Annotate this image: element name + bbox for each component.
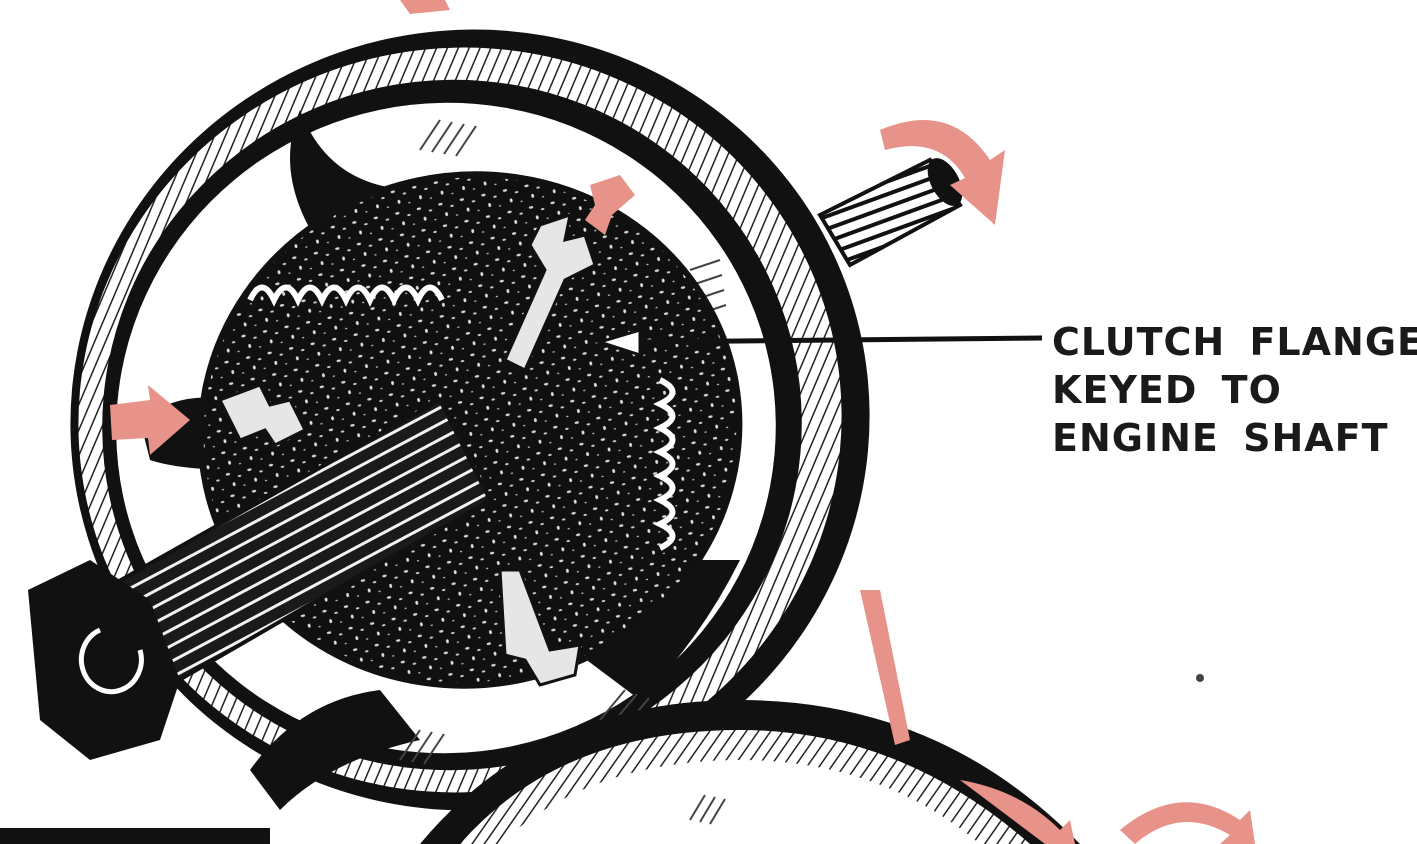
- rear-shaft: [820, 152, 970, 265]
- callout-line-3: ENGINE SHAFT: [1052, 414, 1417, 462]
- speck: [1196, 674, 1204, 682]
- callout-line-1: CLUTCH FLANGE: [1052, 318, 1417, 366]
- callout-line-2: KEYED TO: [1052, 366, 1417, 414]
- corner-rule: [0, 828, 270, 844]
- arrow-top-edge: [400, 0, 450, 14]
- callout-label: CLUTCH FLANGE KEYED TO ENGINE SHAFT: [1052, 318, 1417, 462]
- rotation-arrow-lower-right: [1120, 802, 1255, 844]
